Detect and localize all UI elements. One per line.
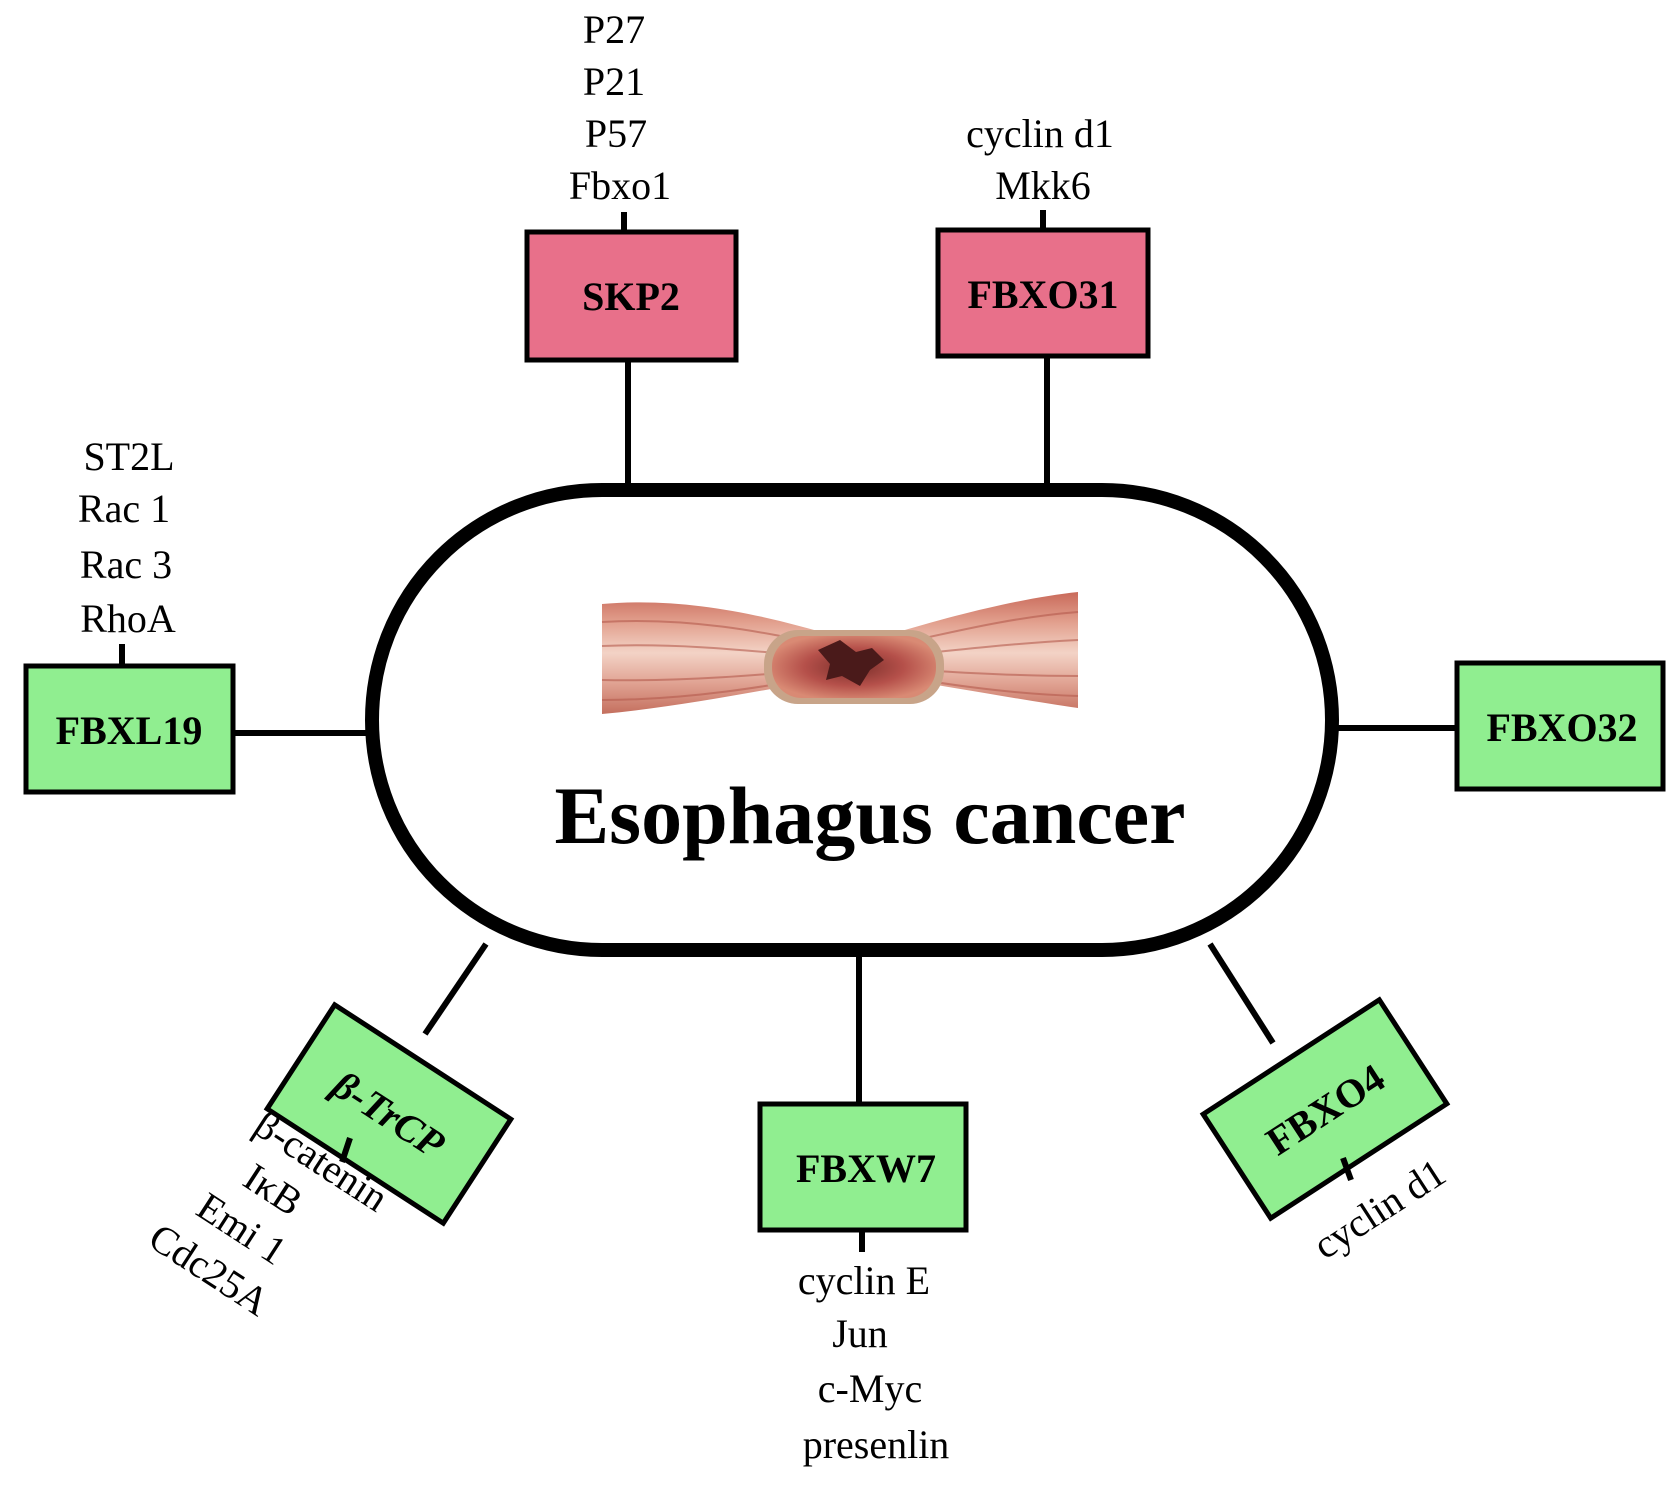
- skp2-target: Fbxo1: [569, 163, 671, 208]
- fbxo4-node: FBXO4 cyclin d1: [1199, 996, 1453, 1268]
- fbxo4-target-tick: [1340, 1156, 1354, 1182]
- hub-outline: [365, 483, 1339, 957]
- fbxl19-target: RhoA: [80, 596, 176, 641]
- esophagus-tumor-illustration: [601, 592, 1079, 714]
- fbxl19-target: Rac 3: [80, 542, 172, 587]
- fbxw7-target: presenlin: [803, 1422, 950, 1467]
- fbxo32-label: FBXO32: [1486, 705, 1637, 750]
- cancer-hub: Esophagus cancer: [365, 483, 1339, 957]
- fbxo31-box: [935, 227, 1151, 359]
- fbxo32-box: [1454, 660, 1666, 792]
- skp2-target: P27: [583, 7, 645, 52]
- fbxw7-label: FBXW7: [796, 1146, 936, 1191]
- fbxl19-label: FBXL19: [56, 708, 203, 753]
- connector-lines: [233, 358, 1457, 1103]
- fbxo31-target: Mkk6: [995, 163, 1091, 208]
- fbxw7-box: [757, 1101, 969, 1233]
- skp2-box: [524, 229, 739, 363]
- hub-title: Esophagus cancer: [554, 770, 1185, 861]
- fbxo31-label: FBXO31: [967, 272, 1118, 317]
- skp2-target: P21: [583, 59, 645, 104]
- fbxo4-box: [1199, 996, 1451, 1222]
- btrcp-target-tick: [339, 1137, 353, 1163]
- skp2-label: SKP2: [582, 274, 680, 319]
- fbxw7-node: FBXW7 cyclin E Jun c-Myc presenlin: [757, 1101, 969, 1467]
- fbxw7-target: Jun: [832, 1311, 888, 1356]
- fbxo31-target: cyclin d1: [966, 111, 1114, 156]
- btrcp-connector: [422, 942, 489, 1036]
- btrcp-node: β-TrCP β-catenin IκB Emi 1 Cdc25A: [141, 1001, 515, 1325]
- fbxo4-connector: [1207, 942, 1276, 1045]
- fbxo31-node: FBXO31 cyclin d1 Mkk6: [935, 111, 1151, 359]
- fbxo32-node: FBXO32: [1454, 660, 1666, 792]
- fbxl19-node: FBXL19 ST2L Rac 1 Rac 3 RhoA: [23, 434, 236, 795]
- fbxl19-box: [23, 663, 236, 795]
- fbxl19-target: ST2L: [83, 434, 174, 479]
- fbxw7-target: c-Myc: [818, 1366, 922, 1411]
- fbxw7-target: cyclin E: [798, 1258, 930, 1303]
- btrcp-box: [263, 1001, 515, 1227]
- skp2-target: P57: [585, 111, 647, 156]
- skp2-node: SKP2 P27 P21 P57 Fbxo1: [524, 7, 739, 363]
- fbxl19-target: Rac 1: [78, 486, 170, 531]
